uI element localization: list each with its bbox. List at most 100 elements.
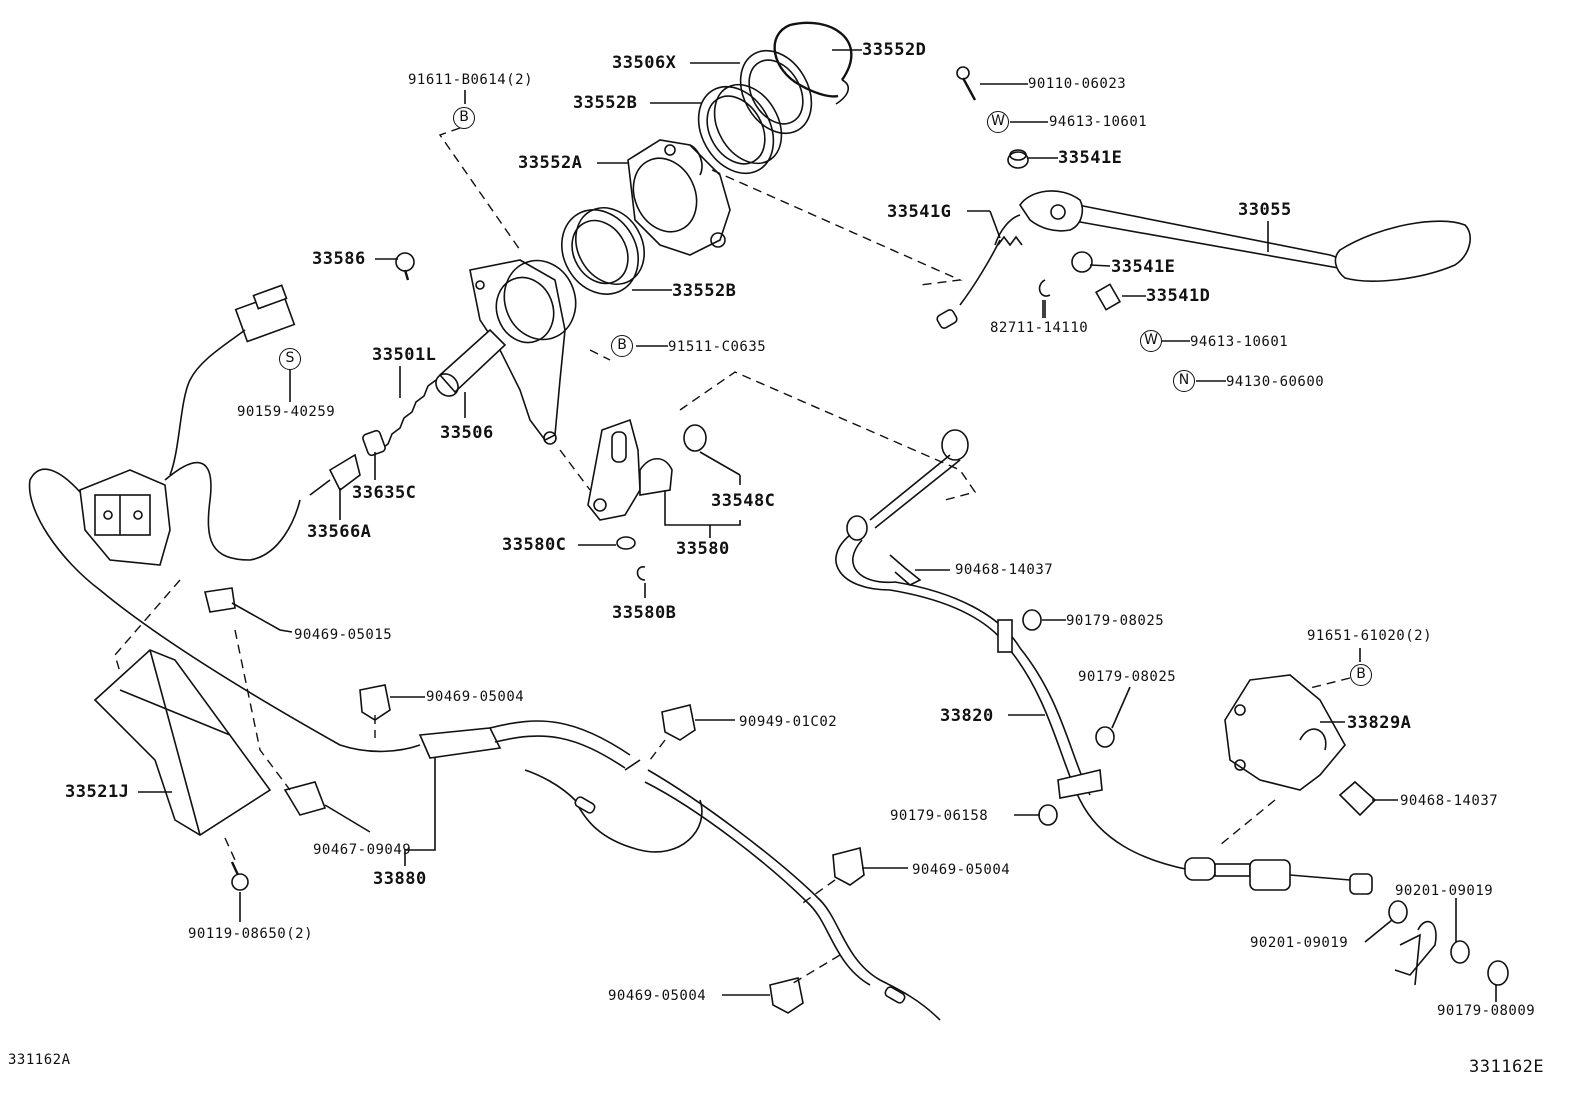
pedal-switch-wire (936, 239, 1001, 329)
symbol-s: S (279, 348, 301, 370)
clevis-33580 (587, 418, 673, 521)
clamp-90469-05015 (204, 587, 236, 613)
label-33820: 33820 (940, 706, 994, 726)
pin-33548c (683, 424, 707, 452)
cushion-33541e-upper (1007, 149, 1029, 169)
protector-33521j (93, 649, 272, 836)
clamp-90469-05004-upper (359, 684, 391, 721)
switch-wire (28, 461, 421, 753)
clutch-switch-connector (169, 284, 296, 476)
diagram-code-left: 331162A (8, 1052, 71, 1068)
label-90179-08009: 90179-08009 (1437, 1003, 1536, 1019)
label-33580: 33580 (676, 539, 730, 559)
symbol-w-94613-a: W (987, 111, 1009, 133)
label-33586: 33586 (312, 249, 366, 269)
cable-bracket-33829a (1224, 674, 1346, 791)
label-90949-01c02: 90949-01C02 (739, 714, 838, 730)
label-33552d: 33552D (862, 40, 927, 60)
nut-90179-08025-b (1095, 726, 1115, 748)
stopper-33541d (1094, 283, 1122, 311)
washer-90201-09019-a (1388, 900, 1408, 924)
label-90159-40259: 90159-40259 (237, 404, 336, 420)
label-33635c: 33635C (352, 483, 417, 503)
washer-33580c (616, 536, 636, 550)
push-rod-33566a (309, 453, 361, 496)
washer-90201-09019-b (1450, 940, 1470, 964)
cable-33880 (418, 720, 941, 1021)
label-90179-08025-a: 90179-08025 (1066, 613, 1165, 629)
pin-plate-90201-09019 (1394, 920, 1437, 986)
label-33829a: 33829A (1347, 713, 1412, 733)
label-94613-10601-b: 94613-10601 (1190, 334, 1289, 350)
nut-90179-06158 (1038, 804, 1058, 826)
label-33552a: 33552A (518, 153, 583, 173)
clamp-90469-05004-mid (832, 847, 865, 886)
leader-lines (138, 49, 1497, 1002)
label-33055: 33055 (1238, 200, 1292, 220)
label-33548c: 33548C (711, 491, 776, 511)
label-90469-05004-upper: 90469-05004 (426, 689, 525, 705)
cushion-33541e-lower (1071, 251, 1093, 273)
label-90469-05015: 90469-05015 (294, 627, 393, 643)
return-spring-33501l (379, 379, 437, 451)
bolt-33586 (395, 252, 415, 281)
clamp-90949-01c02 (661, 704, 696, 741)
label-91651-61020: 91651-61020(2) (1307, 628, 1433, 644)
boot-33635c (362, 429, 386, 457)
label-91511-c0635: 91511-C0635 (668, 339, 767, 355)
label-33552b-lower: 33552B (672, 281, 737, 301)
symbol-b-91651: B (1350, 664, 1372, 686)
label-33541g: 33541G (887, 202, 952, 222)
label-90110-06023: 90110-06023 (1028, 76, 1127, 92)
label-33566a: 33566A (307, 522, 372, 542)
bolt-90110-06023 (956, 66, 977, 101)
label-33541e-upper: 33541E (1058, 148, 1123, 168)
label-33880: 33880 (373, 869, 427, 889)
label-82711-14110: 82711-14110 (990, 320, 1089, 336)
washer-33506x (739, 49, 813, 135)
clip-33580b (636, 566, 646, 581)
label-33501l: 33501L (372, 345, 437, 365)
label-33541e-lower: 33541E (1111, 257, 1176, 277)
spring-33541g (997, 235, 1023, 247)
bushing-33552b-upper (697, 83, 783, 175)
label-90119-08650: 90119-08650(2) (188, 926, 314, 942)
dashed-relation-lines (114, 127, 1351, 986)
label-33506: 33506 (440, 423, 494, 443)
bolt-90119-08650 (230, 861, 249, 891)
label-33580c: 33580C (502, 535, 567, 555)
clamp-90469-05004-lower (769, 977, 804, 1014)
label-90468-14037-upper: 90468-14037 (955, 562, 1054, 578)
symbol-w-94613-b: W (1140, 330, 1162, 352)
bushing-33552b-lower (561, 207, 645, 295)
clip-90468-14037-lower (1338, 780, 1377, 817)
label-90469-05004-mid: 90469-05004 (912, 862, 1011, 878)
clip-90468-14037-upper (889, 554, 922, 586)
label-90179-06158: 90179-06158 (890, 808, 989, 824)
clutch-switch-90159-40259 (79, 469, 171, 566)
pedal-bracket-33552a (627, 139, 731, 256)
master-cylinder-33506 (435, 259, 577, 445)
label-33552b-upper: 33552B (573, 93, 638, 113)
symbol-b-91611: B (453, 107, 475, 129)
label-90201-09019-a: 90201-09019 (1395, 883, 1494, 899)
nut-90179-08025-a (1022, 609, 1042, 631)
clip-82711-14110 (1038, 279, 1051, 318)
pedal-lever-33055 (994, 190, 1471, 282)
symbol-n: N (1173, 370, 1195, 392)
label-94130-60600: 94130-60600 (1226, 374, 1325, 390)
label-90467-09049: 90467-09049 (313, 842, 412, 858)
nut-90179-08009 (1487, 960, 1509, 986)
label-33580b: 33580B (612, 603, 677, 623)
label-33506x: 33506X (612, 53, 677, 73)
clamp-90467-09049 (283, 781, 327, 816)
label-33521j: 33521J (65, 782, 130, 802)
label-33541d: 33541D (1146, 286, 1211, 306)
label-90469-05004-lower: 90469-05004 (608, 988, 707, 1004)
snap-ring-33552d (773, 21, 853, 105)
label-91611-b0614: 91611-B0614(2) (408, 72, 534, 88)
label-94613-10601-a: 94613-10601 (1049, 114, 1148, 130)
label-90201-09019-b: 90201-09019 (1250, 935, 1349, 951)
label-90179-08025-b: 90179-08025 (1078, 669, 1177, 685)
